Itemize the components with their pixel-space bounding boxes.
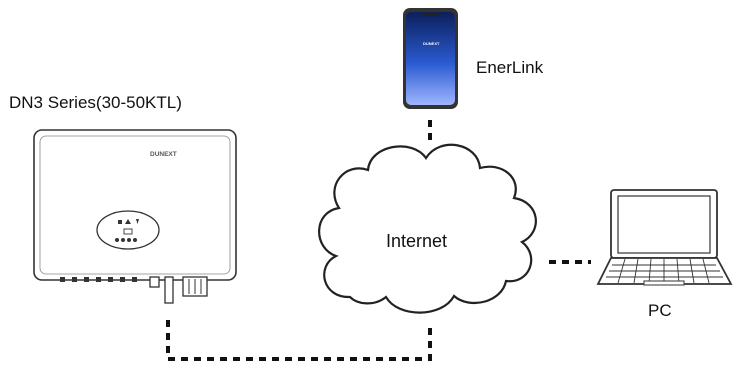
inverter-label: DN3 Series(30-50KTL) [9, 93, 182, 112]
connector-inverter-internet [166, 320, 432, 361]
cloud-icon [318, 143, 537, 314]
inverter-brand-logo: DUNEXT [150, 151, 177, 158]
phone-screen-logo: DUNEXT [423, 41, 440, 46]
cloud-label: Internet [386, 231, 447, 251]
inverter-icon: DUNEXT [33, 129, 237, 304]
phone-label: EnerLink [476, 58, 544, 77]
laptop-icon [596, 189, 733, 286]
phone-icon: DUNEXT [403, 8, 458, 109]
pc-label: PC [648, 301, 672, 320]
